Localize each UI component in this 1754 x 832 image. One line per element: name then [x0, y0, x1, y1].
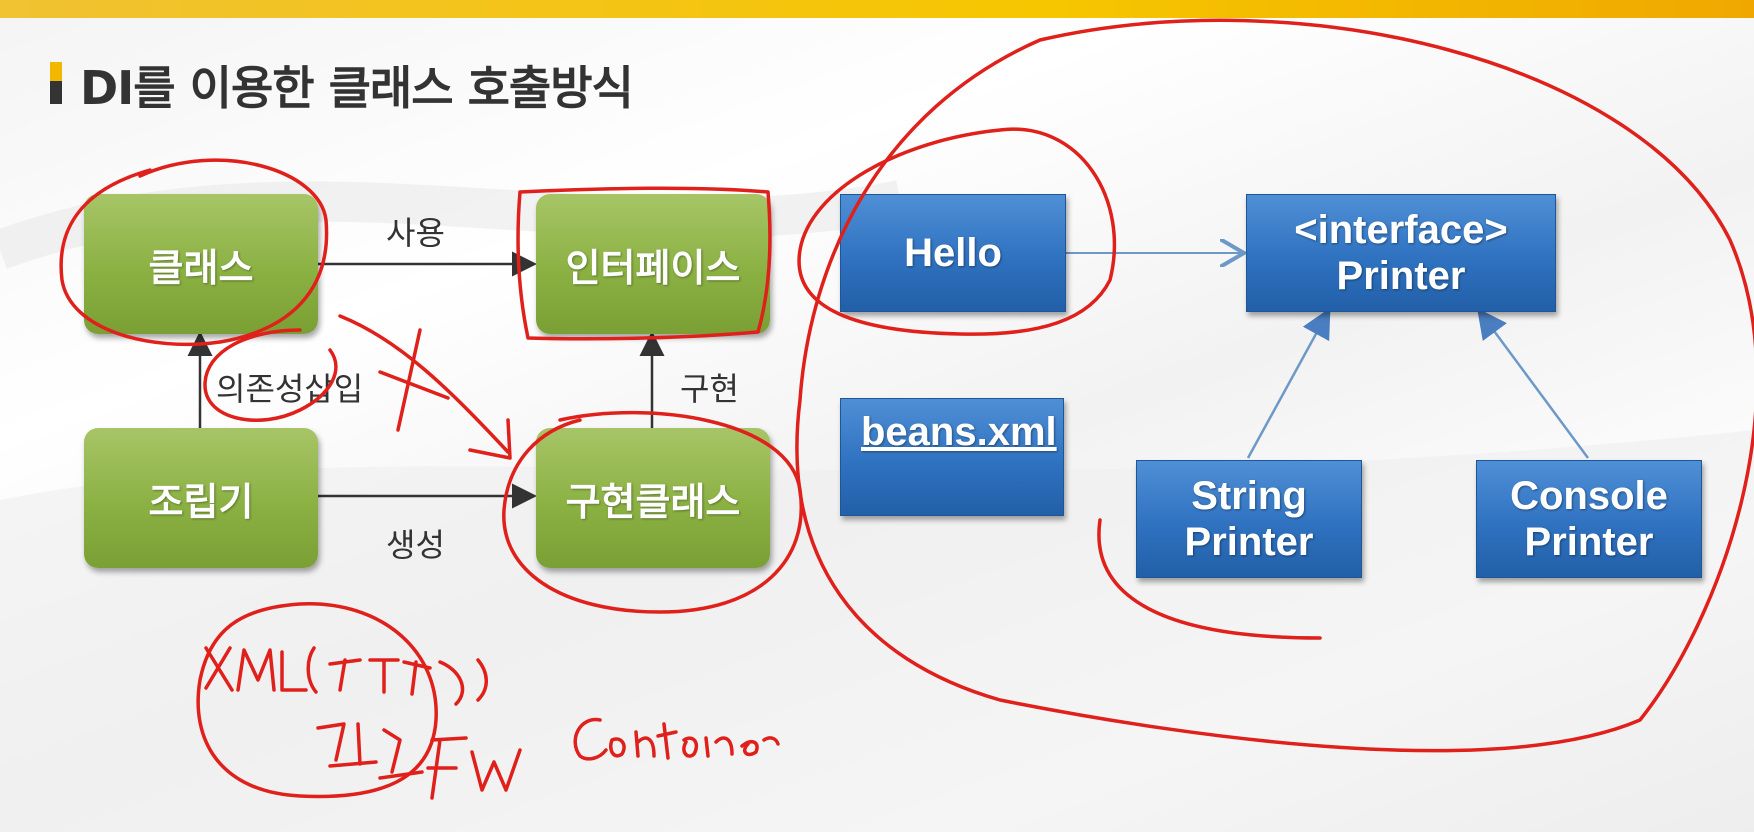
interface-box: 인터페이스 — [536, 194, 770, 334]
implement-label: 구현 — [680, 370, 739, 408]
use-label: 사용 — [386, 214, 445, 252]
hello-box: Hello — [840, 194, 1066, 312]
console-printer-line2: Printer — [1524, 520, 1654, 564]
inject-label: 의존성삽입 — [216, 370, 364, 408]
beans-xml-label: beans.xml — [861, 410, 1057, 454]
class-box: 클래스 — [84, 194, 318, 334]
slide-title: DI를 이용한 클래스 호출방식 — [80, 61, 634, 115]
hello-box-label: Hello — [904, 231, 1002, 275]
string-printer-line2: Printer — [1184, 520, 1314, 564]
printer-interface-line1: <interface> — [1294, 208, 1508, 252]
string-printer-realizes-arrow — [1246, 307, 1331, 459]
assembler-box: 조립기 — [84, 428, 318, 568]
console-printer-line1: Console — [1510, 474, 1668, 518]
string-printer-box: String Printer — [1136, 460, 1362, 578]
top-accent-band — [0, 0, 1754, 18]
console-printer-realizes-arrow — [1477, 307, 1590, 459]
console-printer-box: Console Printer — [1476, 460, 1702, 578]
beans-xml-box: beans.xml — [840, 398, 1064, 516]
printer-interface-box: <interface> Printer — [1246, 194, 1556, 312]
printer-interface-line2: Printer — [1336, 254, 1466, 298]
impl-class-box: 구현클래스 — [536, 428, 770, 568]
string-printer-line1: String — [1191, 474, 1307, 518]
title-marker — [50, 62, 62, 104]
create-label: 생성 — [386, 526, 445, 564]
